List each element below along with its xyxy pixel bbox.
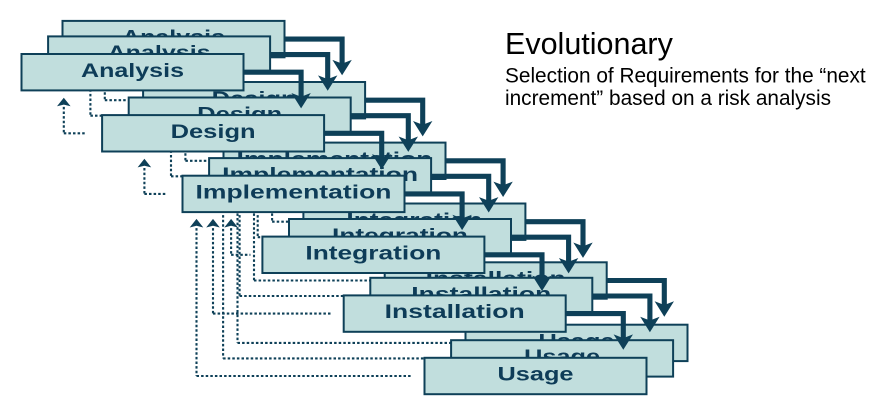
svg-text:Integration: Integration [305,242,441,264]
svg-text:Analysis: Analysis [81,60,184,82]
svg-text:Implementation: Implementation [196,182,392,204]
svg-text:Evolutionary: Evolutionary [505,27,674,61]
svg-text:Installation: Installation [385,301,525,323]
svg-text:Selection of Requirements for: Selection of Requirements for the “next [505,64,866,87]
svg-text:Usage: Usage [498,364,574,386]
svg-text:Design: Design [171,121,256,143]
svg-text:increment” based on a risk ana: increment” based on a risk analysis [505,87,831,110]
